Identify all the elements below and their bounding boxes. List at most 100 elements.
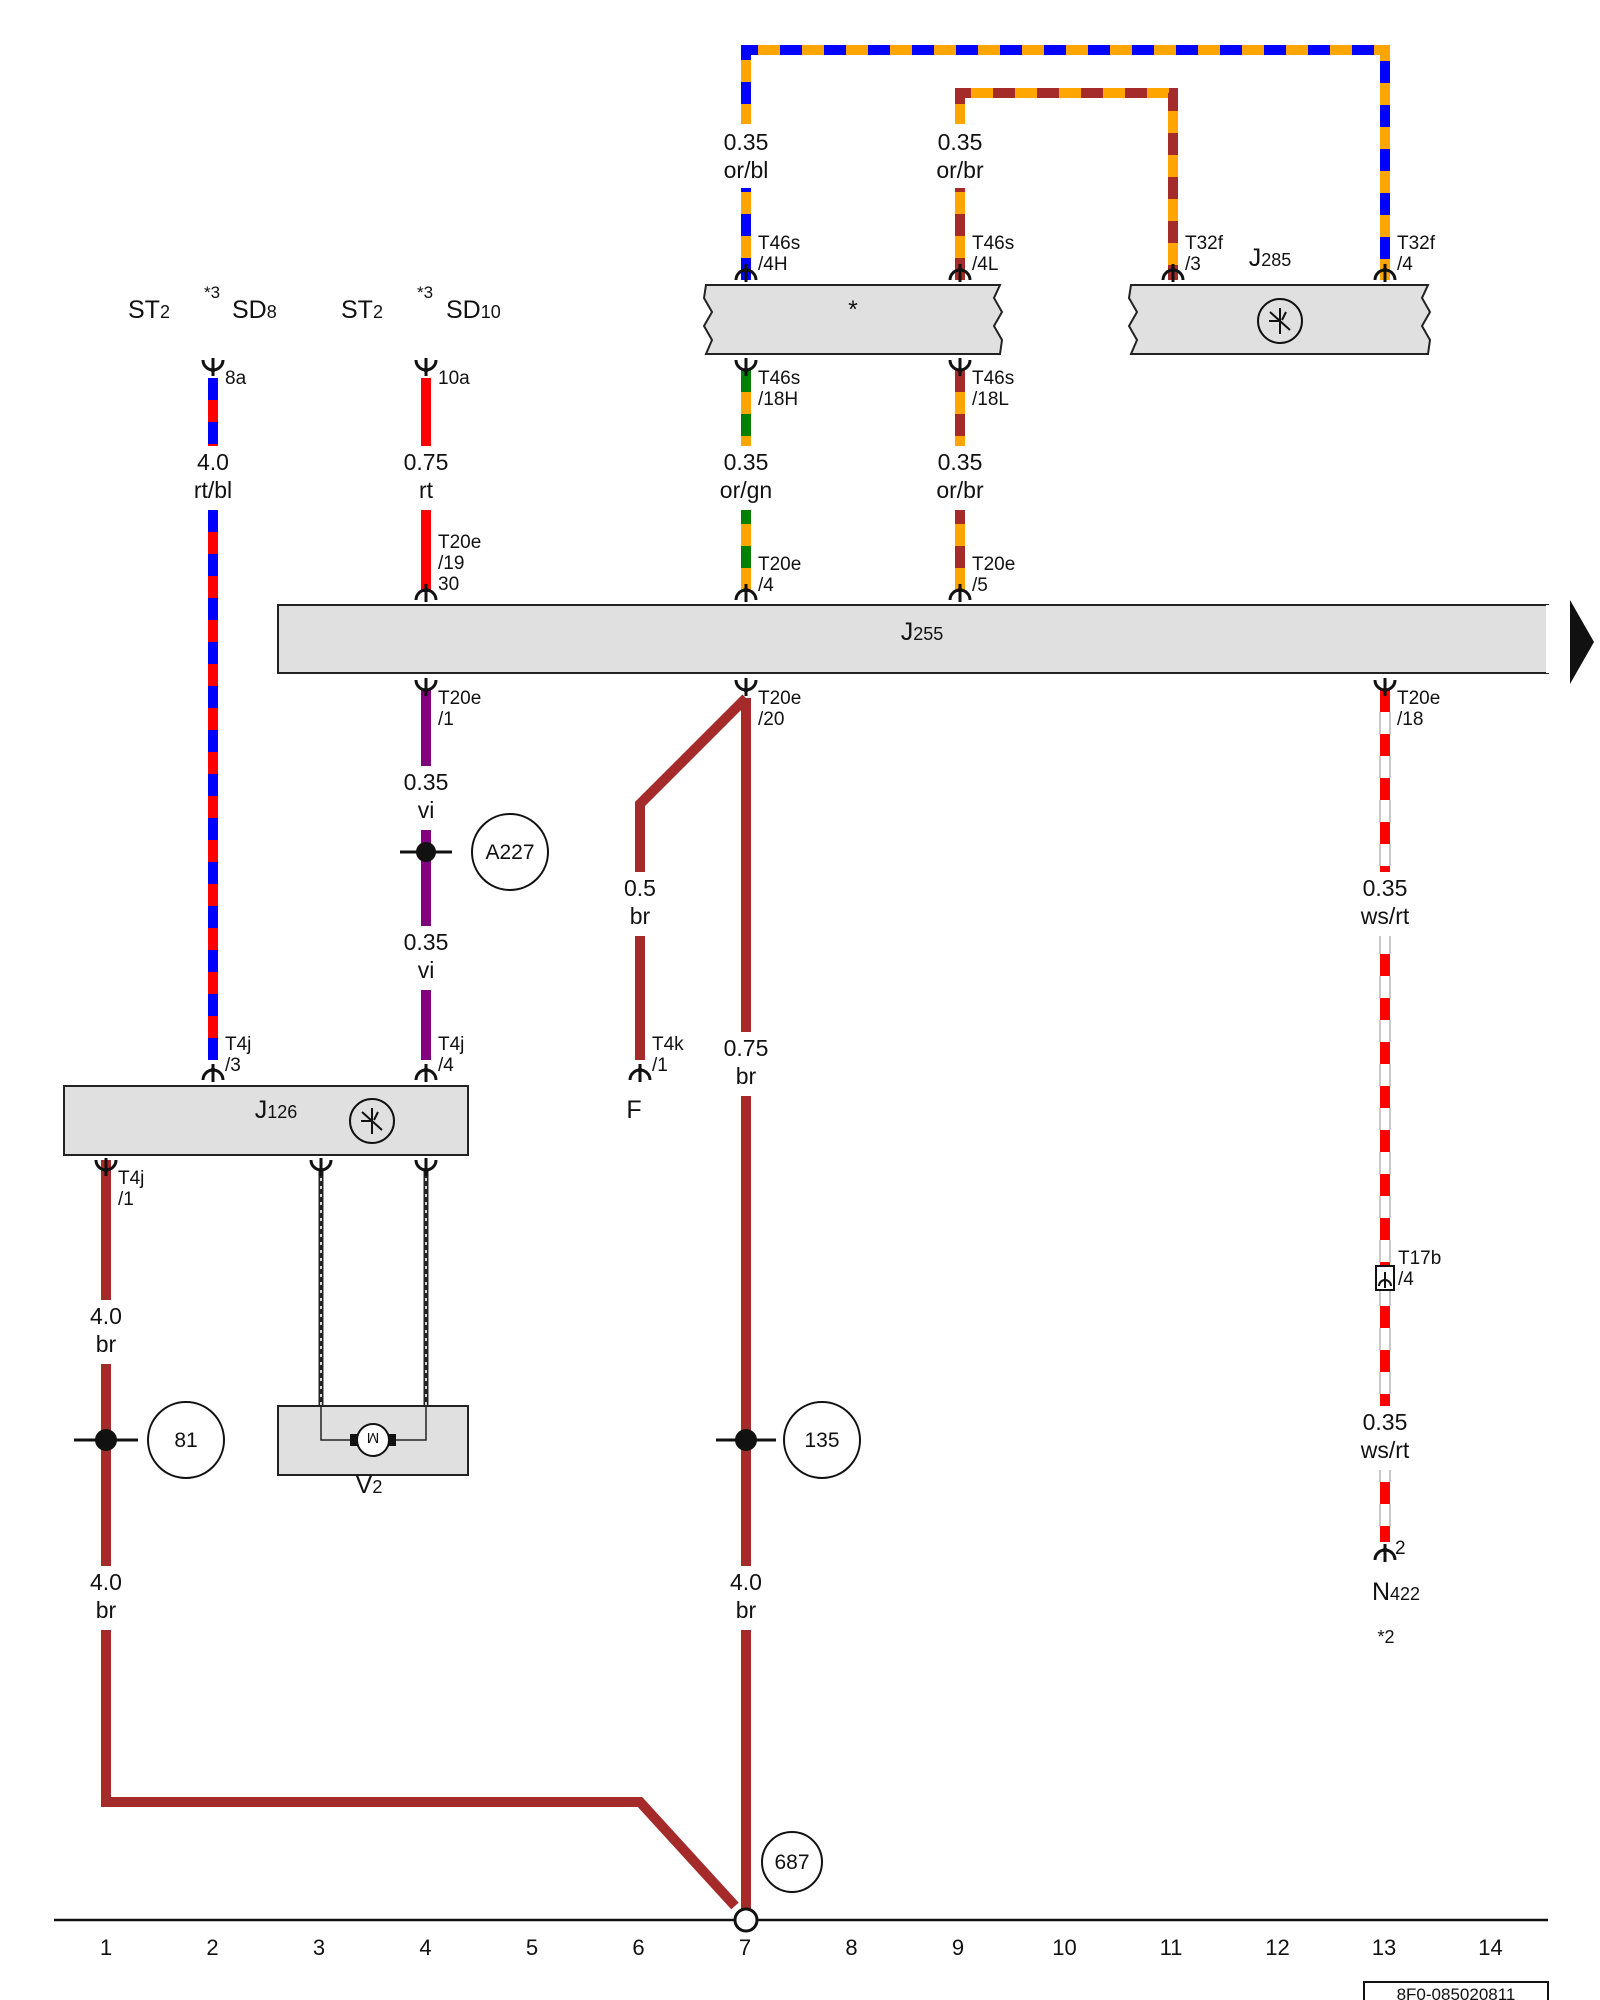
connector-pin-icon <box>1373 676 1397 698</box>
connector-pin-icon <box>201 1062 225 1084</box>
wire-label-size: 0.75 <box>404 449 449 475</box>
j126-label: J126 <box>255 1096 298 1124</box>
wire-label-color: br <box>736 1063 757 1089</box>
ref-label: 81 <box>174 1429 197 1452</box>
ref-label: A227 <box>485 841 534 864</box>
grid-number: 7 <box>739 1935 751 1960</box>
connector-pin-icon <box>1373 262 1397 284</box>
fuse-f-label: F <box>626 1096 641 1124</box>
n422-label: N422 <box>1372 1578 1420 1606</box>
wire-motor <box>318 1170 429 1412</box>
grid-number: 14 <box>1478 1935 1502 1960</box>
connector-pin-icon <box>414 356 438 378</box>
n422-note: *2 <box>1377 1627 1394 1647</box>
sd10-label: SD10 <box>446 296 501 324</box>
pin-label: T20e/20 <box>758 688 801 730</box>
splice-81: 81 <box>74 1401 225 1479</box>
pin-label: 2 <box>1395 1538 1406 1559</box>
wire-label-color: br <box>630 903 651 929</box>
pin-label: T32f/4 <box>1397 233 1436 275</box>
control-unit-icon <box>1257 298 1303 344</box>
wire-label-color: vi <box>418 957 435 983</box>
wire-label-size: 0.35 <box>938 449 983 475</box>
wire-labels: 0.35 or/bl 0.35 or/br 4.0 rt/bl 0.75 rt … <box>90 129 1410 1623</box>
connector-pin-icon <box>94 1156 118 1178</box>
continuation-arrow-icon <box>1570 600 1594 684</box>
wire-label-size: 0.5 <box>624 875 656 901</box>
wire-label-size: 0.75 <box>724 1035 769 1061</box>
j285-label: J285 <box>1249 244 1292 272</box>
pin-label: T17b/4 <box>1398 1248 1441 1290</box>
note-3-a: *3 <box>204 283 220 302</box>
wire-label-size: 4.0 <box>90 1303 122 1329</box>
wire-label-size: 0.35 <box>724 129 769 155</box>
wire-label-size: 4.0 <box>730 1569 762 1595</box>
j255-label: J255 <box>901 618 944 646</box>
grid-number: 10 <box>1052 1935 1076 1960</box>
wire-label-color: or/bl <box>724 157 769 183</box>
connector-pin-icon <box>948 582 972 604</box>
connector-pin-icon <box>309 1156 333 1178</box>
connector-pin-icon <box>734 582 758 604</box>
wire-label-size: 0.35 <box>724 449 769 475</box>
wire-label-color: br <box>96 1331 117 1357</box>
wire-or-bl-loop <box>741 45 1390 280</box>
pin-label: T46s/18L <box>972 368 1014 410</box>
wire-label-size: 4.0 <box>197 449 229 475</box>
ref-label: 135 <box>804 1429 839 1452</box>
pin-label: 8a <box>225 368 247 389</box>
wire-label-color: or/br <box>936 157 984 183</box>
star-box-label: * <box>848 296 858 324</box>
connector-pin-icon <box>1373 1542 1397 1564</box>
wire-label-size: 0.35 <box>404 929 449 955</box>
connector-pin-icon <box>414 1062 438 1084</box>
ground-687: 687 <box>761 1831 823 1893</box>
grid-number: 8 <box>845 1935 857 1960</box>
connector-pin-icon <box>948 262 972 284</box>
wire-label-size: 0.35 <box>1363 875 1408 901</box>
wire-label-size: 0.35 <box>938 129 983 155</box>
component-star-box: * <box>702 284 1004 355</box>
wire-label-color: or/br <box>936 477 984 503</box>
grid-number: 3 <box>313 1935 325 1960</box>
grid-number: 1 <box>100 1935 112 1960</box>
pin-label: T32f/3 <box>1185 233 1224 275</box>
wire-br-to-f <box>635 694 750 1060</box>
connector-pin-icon <box>734 676 758 698</box>
wire-label-size: 0.35 <box>1363 1409 1408 1435</box>
wire-label-size: 4.0 <box>90 1569 122 1595</box>
pin-label: T20e/1 <box>438 688 481 730</box>
pin-label: T20e/18 <box>1397 688 1440 730</box>
wire-label-color: vi <box>418 797 435 823</box>
pin-label: T20e/4 <box>758 554 801 596</box>
ground-point-icon <box>733 1907 759 1933</box>
wire-ws-rt <box>1379 690 1391 1542</box>
wire-label-color: rt <box>419 477 434 503</box>
st2-label-b: ST2 <box>341 296 383 324</box>
pin-label: T4j/4 <box>438 1034 464 1076</box>
pin-labels: T46s/4H T46s/4L T32f/3 T32f/4 T46s/18H T… <box>118 233 1441 1559</box>
grid-number: 6 <box>632 1935 644 1960</box>
top-labels: ST2 *3 SD8 ST2 *3 SD10 <box>128 283 501 324</box>
doc-id-box: 8F0-085020811 <box>1363 1981 1549 2000</box>
connector-pin-icon <box>201 356 225 378</box>
pin-label: T4k/1 <box>652 1034 684 1076</box>
grid-number: 2 <box>206 1935 218 1960</box>
control-unit-icon <box>349 1098 395 1144</box>
splice-a227: A227 <box>400 813 549 891</box>
wire-label-color: ws/rt <box>1360 903 1410 929</box>
wire-label-size: 0.35 <box>404 769 449 795</box>
wire-label-gaps <box>76 124 1415 1630</box>
ref-label: 687 <box>774 1851 809 1874</box>
grid-number: 4 <box>419 1935 431 1960</box>
pin-label: T46s/4L <box>972 233 1014 275</box>
pin-label: T4j/3 <box>225 1034 251 1076</box>
connector-pin-icon <box>734 356 758 378</box>
component-j126: J126 <box>63 1085 469 1156</box>
grid-number: 13 <box>1372 1935 1396 1960</box>
pin-label: T46s/18H <box>758 368 800 410</box>
doc-id: 8F0-085020811 <box>1397 1985 1516 2000</box>
